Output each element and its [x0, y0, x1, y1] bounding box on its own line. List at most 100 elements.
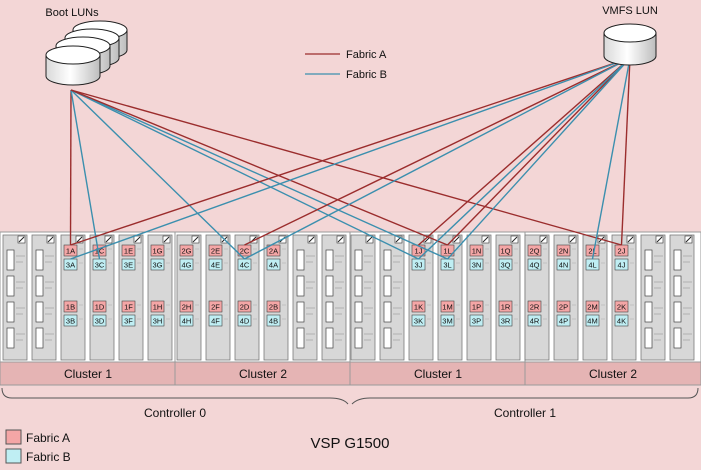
port-label: 4Q — [529, 261, 539, 270]
port-label: 1Q — [500, 247, 510, 256]
port-2B — [266, 300, 281, 313]
drive-slot — [673, 275, 682, 297]
port-1D — [92, 300, 107, 313]
port-2H — [179, 300, 194, 313]
port-1P — [469, 300, 484, 313]
drive-slot — [383, 249, 392, 271]
port-label: 2A — [269, 247, 278, 256]
port-label: 4M — [587, 317, 597, 326]
port-2K — [614, 300, 629, 313]
drive-slot — [35, 301, 44, 323]
port-label: 1H — [153, 303, 163, 312]
cluster-label: Cluster 2 — [239, 367, 287, 381]
port-label: 4C — [240, 261, 250, 270]
port-3N — [469, 258, 484, 271]
port-3D — [92, 314, 107, 327]
port-label: 1N — [472, 247, 482, 256]
port-4K — [614, 314, 629, 327]
port-card: 2G 4G 2H 4H — [176, 234, 202, 361]
port-1K — [411, 300, 426, 313]
port-label: 3J — [415, 261, 423, 270]
port-2D — [237, 300, 252, 313]
drive-slot — [673, 327, 682, 349]
port-label: 4H — [182, 317, 192, 326]
port-4P — [556, 314, 571, 327]
port-label: 3P — [472, 317, 481, 326]
drive-slot — [383, 327, 392, 349]
port-2A — [266, 244, 281, 257]
link-vmfs-4C — [244, 57, 631, 260]
link-boot-1L — [70, 89, 448, 246]
port-label: 2D — [240, 303, 250, 312]
port-label: 1L — [443, 247, 451, 256]
drive-slot — [35, 327, 44, 349]
link-legend-label: Fabric B — [346, 69, 387, 81]
port-label: 2N — [559, 247, 569, 256]
port-label: 1P — [472, 303, 481, 312]
controller-1-brace — [351, 387, 699, 405]
link-vmfs-1L — [446, 57, 631, 246]
port-label: 3G — [152, 261, 162, 270]
link-vmfs-3J — [418, 57, 631, 260]
port-2P — [556, 300, 571, 313]
port-label: 2E — [211, 247, 220, 256]
drive-slot — [673, 249, 682, 271]
port-2E — [208, 244, 223, 257]
link-vmfs-4L — [591, 57, 631, 260]
port-3G — [150, 258, 165, 271]
drive-slot — [354, 301, 363, 323]
link-vmfs-1A — [70, 57, 631, 246]
link-vmfs-2J — [620, 57, 631, 246]
drive-slot — [325, 301, 334, 323]
drive-slot — [644, 249, 653, 271]
port-label: 2R — [530, 303, 540, 312]
port-label: 2M — [587, 303, 597, 312]
port-4B — [266, 314, 281, 327]
port-4H — [179, 314, 194, 327]
drive-slot — [6, 275, 15, 297]
disk-card — [350, 234, 376, 361]
drive-slot — [6, 327, 15, 349]
port-2R — [527, 300, 542, 313]
link-legend-label: Fabric A — [346, 49, 387, 61]
port-label: 4K — [617, 317, 626, 326]
link-vmfs-3L — [446, 57, 631, 260]
port-1E — [121, 244, 136, 257]
disk-card — [31, 234, 57, 361]
port-label: 2H — [182, 303, 192, 312]
port-label: 4G — [181, 261, 191, 270]
drive-slot — [673, 301, 682, 323]
port-4N — [556, 258, 571, 271]
disk-card — [669, 234, 695, 361]
port-4Q — [527, 258, 542, 271]
vmfs-lun-icon — [603, 23, 657, 66]
port-label: 3N — [472, 261, 482, 270]
port-2N — [556, 244, 571, 257]
controller-label: Controller 0 — [144, 406, 206, 420]
port-3Q — [498, 258, 513, 271]
port-label: 3B — [66, 317, 75, 326]
port-label: 3M — [442, 317, 452, 326]
drive-slot — [296, 327, 305, 349]
drive-slot — [383, 275, 392, 297]
drive-slot — [35, 249, 44, 271]
port-2F — [208, 300, 223, 313]
port-label: 1F — [124, 303, 133, 312]
disk-card — [640, 234, 666, 361]
port-1G — [150, 244, 165, 257]
port-label: 4R — [530, 317, 540, 326]
boot-luns-label: Boot LUNs — [45, 7, 99, 19]
cluster-label: Cluster 1 — [64, 367, 112, 381]
drive-slot — [35, 275, 44, 297]
drive-slot — [644, 327, 653, 349]
drive-slot — [296, 301, 305, 323]
port-label: 2G — [181, 247, 191, 256]
